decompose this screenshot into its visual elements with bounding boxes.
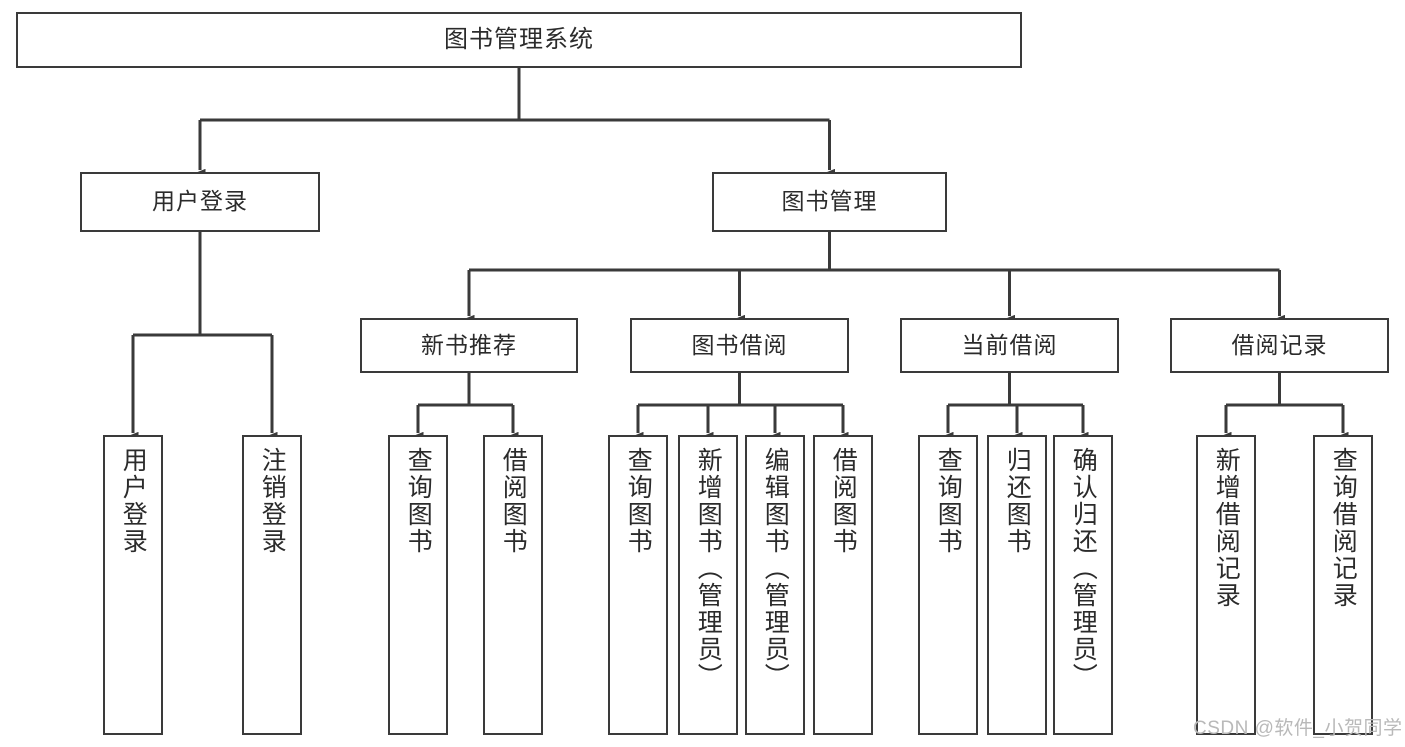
- node-logout-label: 注销登录: [258, 447, 287, 555]
- node-add_book_admin[interactable]: 新增图书（管理员）: [678, 435, 738, 735]
- node-borrow_record-label: 借阅记录: [1231, 331, 1328, 358]
- node-new_book_recommend-label: 新书推荐: [421, 331, 517, 358]
- node-borrow_book_1-label: 借阅图书: [499, 447, 528, 555]
- node-confirm_return_admin[interactable]: 确认归还（管理员）: [1053, 435, 1113, 735]
- node-borrow_book_2[interactable]: 借阅图书: [813, 435, 873, 735]
- node-root-label: 图书管理系统: [444, 25, 594, 53]
- node-current_borrow[interactable]: 当前借阅: [900, 318, 1119, 373]
- node-query_borrow_record[interactable]: 查询借阅记录: [1313, 435, 1373, 735]
- node-query_book_1-label: 查询图书: [404, 447, 433, 555]
- node-borrow_record[interactable]: 借阅记录: [1170, 318, 1389, 373]
- node-root[interactable]: 图书管理系统: [16, 12, 1022, 68]
- node-user_login-label: 用户登录: [152, 188, 248, 215]
- node-borrow_book_1[interactable]: 借阅图书: [483, 435, 543, 735]
- node-add_borrow_record-label: 新增借阅记录: [1212, 447, 1241, 609]
- node-return_book[interactable]: 归还图书: [987, 435, 1047, 735]
- node-login[interactable]: 用户登录: [103, 435, 163, 735]
- node-book_borrow[interactable]: 图书借阅: [630, 318, 849, 373]
- node-edit_book_admin-label: 编辑图书（管理员）: [761, 447, 790, 690]
- csdn-watermark: CSDN @软件_小贺同学: [1193, 718, 1403, 739]
- node-borrow_book_2-label: 借阅图书: [829, 447, 858, 555]
- node-query_borrow_record-label: 查询借阅记录: [1329, 447, 1358, 609]
- node-query_book_3-label: 查询图书: [934, 447, 963, 555]
- node-query_book_2-label: 查询图书: [624, 447, 653, 555]
- node-add_borrow_record[interactable]: 新增借阅记录: [1196, 435, 1256, 735]
- node-book_borrow-label: 图书借阅: [691, 331, 788, 358]
- node-return_book-label: 归还图书: [1003, 447, 1032, 555]
- node-confirm_return_admin-label: 确认归还（管理员）: [1069, 447, 1098, 690]
- node-current_borrow-label: 当前借阅: [961, 331, 1058, 358]
- node-user_login[interactable]: 用户登录: [80, 172, 320, 232]
- node-book_management[interactable]: 图书管理: [712, 172, 947, 232]
- node-login-label: 用户登录: [119, 447, 148, 555]
- node-logout[interactable]: 注销登录: [242, 435, 302, 735]
- node-add_book_admin-label: 新增图书（管理员）: [694, 447, 723, 690]
- node-query_book_1[interactable]: 查询图书: [388, 435, 448, 735]
- node-new_book_recommend[interactable]: 新书推荐: [360, 318, 578, 373]
- node-book_management-label: 图书管理: [781, 188, 878, 215]
- node-edit_book_admin[interactable]: 编辑图书（管理员）: [745, 435, 805, 735]
- node-query_book_3[interactable]: 查询图书: [918, 435, 978, 735]
- node-query_book_2[interactable]: 查询图书: [608, 435, 668, 735]
